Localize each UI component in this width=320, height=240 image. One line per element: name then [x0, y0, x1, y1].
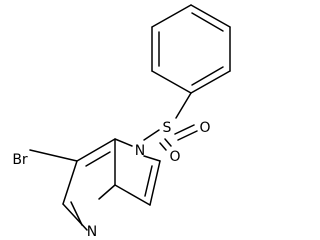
- double-bond-inner: [85, 151, 111, 167]
- double-bond-inner: [70, 201, 83, 226]
- oxygen-label-left: O: [169, 149, 180, 165]
- double-bond-inner: [191, 66, 224, 86]
- bond: [151, 4, 192, 28]
- sulfur-label: S: [163, 120, 172, 136]
- pyrrolopyridine-core: Br N N: [12, 138, 161, 237]
- bond: [175, 92, 192, 119]
- bond: [149, 160, 161, 206]
- sulfonyl-group: S O O: [143, 92, 211, 165]
- phenyl-ring: [151, 4, 231, 94]
- bond: [114, 184, 151, 206]
- bromine-label: Br: [12, 152, 28, 168]
- bond: [190, 4, 231, 28]
- chemical-structure: S O O Br N N: [12, 4, 231, 237]
- bond: [164, 138, 172, 147]
- bond: [143, 155, 161, 162]
- bond: [159, 142, 167, 151]
- double-bond-inner: [191, 12, 224, 32]
- bond: [190, 70, 231, 94]
- bond: [177, 130, 198, 141]
- bond: [98, 184, 116, 200]
- ring-nitrogen-label: N: [135, 143, 145, 159]
- bond: [62, 203, 88, 231]
- bond: [143, 129, 160, 141]
- pyridine-nitrogen-label: N: [87, 224, 97, 237]
- bond: [151, 70, 192, 94]
- bond: [29, 149, 78, 162]
- oxygen-label-right: O: [199, 120, 210, 136]
- bond: [174, 124, 195, 135]
- bond: [62, 160, 78, 205]
- double-bond-inner: [144, 165, 153, 197]
- bond: [76, 138, 116, 162]
- bond: [114, 138, 133, 147]
